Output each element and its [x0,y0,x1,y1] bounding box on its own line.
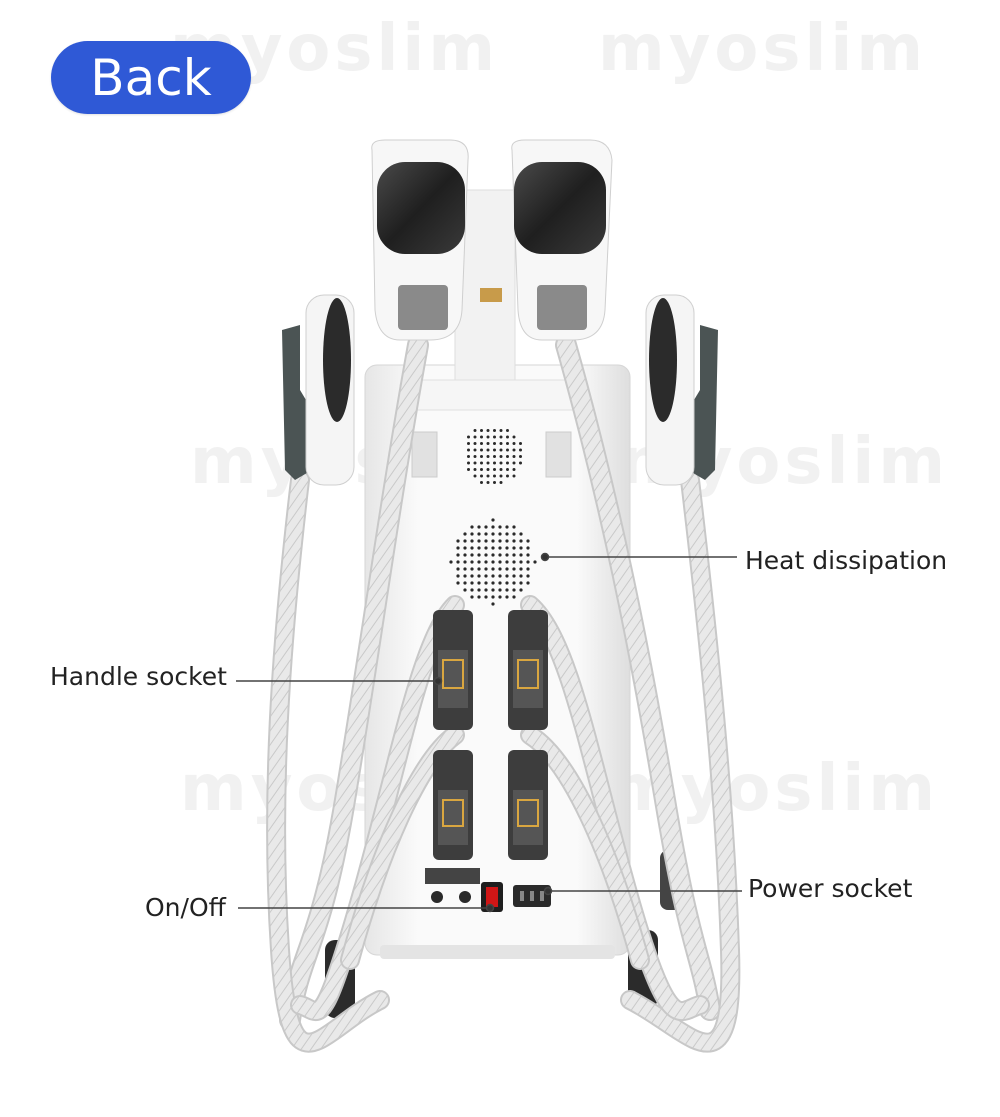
callout-handle-socket: Handle socket [50,662,227,691]
machine-body [364,189,631,959]
callout-lines [236,552,742,913]
power-switch-icon [481,882,503,912]
callout-power-socket: Power socket [748,874,913,903]
speaker-grille-icon [467,429,522,484]
back-button-label: Back [90,48,212,107]
fan-grille-icon [449,518,537,606]
back-button[interactable]: Back [51,41,251,114]
handle-socket [433,610,548,860]
hose [266,334,741,1053]
callout-on-off: On/Off [145,893,226,922]
handle-holder [411,431,572,478]
power-socket-icon [513,885,551,907]
control-panel [425,868,480,903]
callout-heat-dissipation: Heat dissipation [745,546,948,575]
watermark: myoslim [598,12,928,86]
small-handpiece [282,294,718,486]
large-handpiece [371,139,613,341]
